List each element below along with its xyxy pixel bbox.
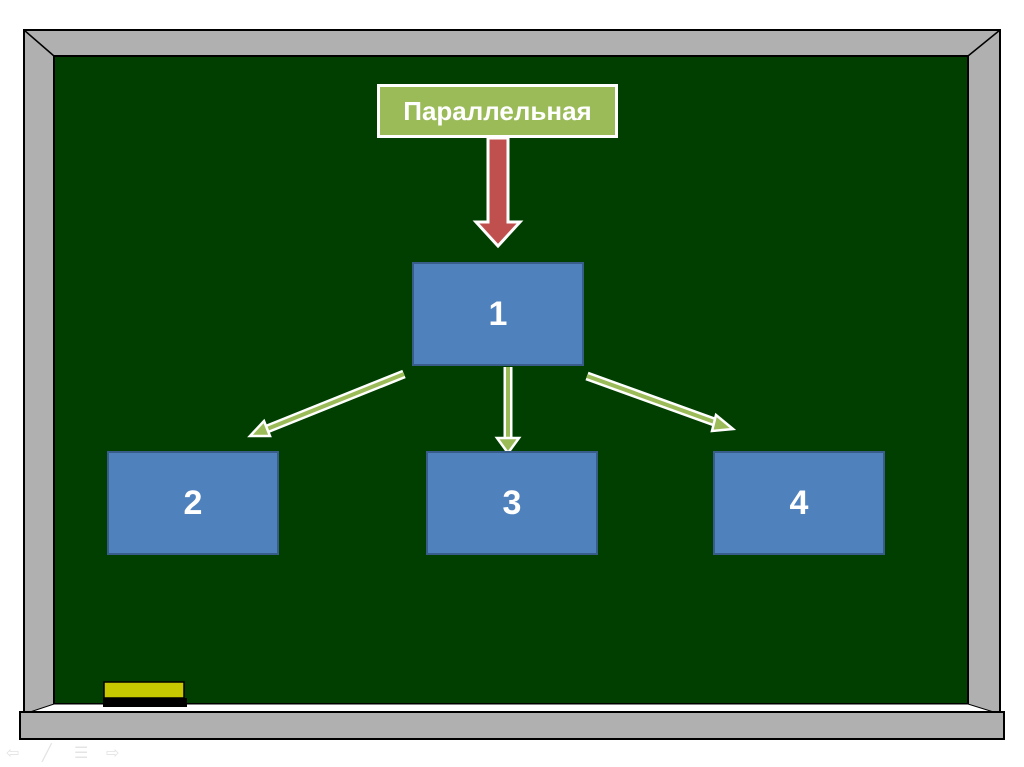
arrow-1-to-4 (585, 371, 737, 433)
node-1: 1 (412, 262, 584, 366)
eraser (103, 681, 187, 707)
title-node: Параллельная (377, 84, 618, 138)
arrow-1-to-3 (494, 367, 522, 456)
board-frame (19, 29, 1005, 740)
node-2: 2 (107, 451, 279, 555)
back-icon[interactable]: ⇦ (6, 745, 20, 762)
pen-icon[interactable]: ╱ (42, 745, 52, 762)
node-3: 3 (426, 451, 598, 555)
forward-icon[interactable]: ⇨ (106, 745, 120, 762)
arrow-title-to-1 (472, 136, 524, 249)
arrow-1-to-2 (247, 369, 406, 438)
node-4: 4 (713, 451, 885, 555)
menu-icon[interactable]: ☰ (74, 745, 89, 762)
